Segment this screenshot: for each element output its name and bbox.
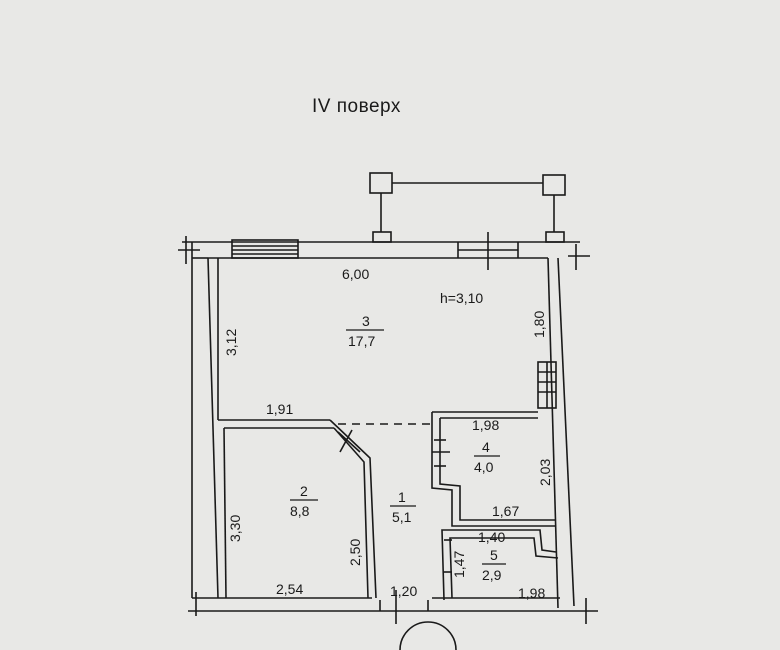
- top-window: [231, 239, 299, 259]
- top-vent-right: [542, 174, 566, 196]
- right-wall-outer: [557, 257, 575, 607]
- room4-number: 4: [482, 439, 490, 455]
- room3-number: 3: [362, 313, 370, 329]
- vent-right-base: [545, 231, 565, 243]
- dim-room5-width: 1,40: [478, 529, 505, 545]
- dim-room5-height: 1,47: [451, 551, 467, 578]
- room5-outer: [441, 529, 557, 601]
- dim-room4-height: 2,03: [537, 459, 553, 486]
- entrance-door-swing: [399, 621, 457, 650]
- right-wall-inner: [547, 257, 559, 609]
- dim-room4-bottom: 1,67: [492, 503, 519, 519]
- room2-door-mark: [339, 429, 353, 453]
- dim-room2-width: 2,54: [276, 581, 303, 597]
- dim-room5-bottom: 1,98: [518, 585, 545, 601]
- room2-bevel: [329, 419, 377, 599]
- room4-outer: [431, 412, 556, 527]
- room2-area: 8,8: [290, 503, 310, 519]
- dim-room3-height: 3,12: [223, 329, 239, 356]
- room2-left: [223, 427, 227, 599]
- room4-area: 4,0: [474, 459, 494, 475]
- dim-room2-inner: 2,50: [347, 539, 363, 566]
- room2-number: 2: [300, 483, 308, 499]
- vent-left-base: [372, 231, 392, 243]
- dim-top-width: 6,00: [342, 266, 369, 282]
- room1-number: 1: [398, 489, 406, 505]
- dim-right-upper: 1,80: [531, 311, 547, 338]
- room5-area: 2,9: [482, 567, 502, 583]
- room1-area: 5,1: [392, 509, 412, 525]
- ceiling-height: h=3,10: [440, 290, 483, 306]
- floor-label: IV поверх: [312, 96, 401, 117]
- room2-bevel-inner: [333, 427, 369, 599]
- dim-room4-width: 1,98: [472, 417, 499, 433]
- room4-inner: [439, 418, 556, 521]
- dim-partition-width: 1,91: [266, 401, 293, 417]
- top-vent-left: [369, 172, 393, 194]
- dim-door-width: 1,20: [390, 583, 417, 599]
- room3-area: 17,7: [348, 333, 375, 349]
- room5-number: 5: [490, 547, 498, 563]
- room2-door: [337, 431, 361, 453]
- dim-room2-height: 3,30: [227, 515, 243, 542]
- room5-inner: [449, 537, 559, 599]
- left-wall-inner: [207, 257, 219, 599]
